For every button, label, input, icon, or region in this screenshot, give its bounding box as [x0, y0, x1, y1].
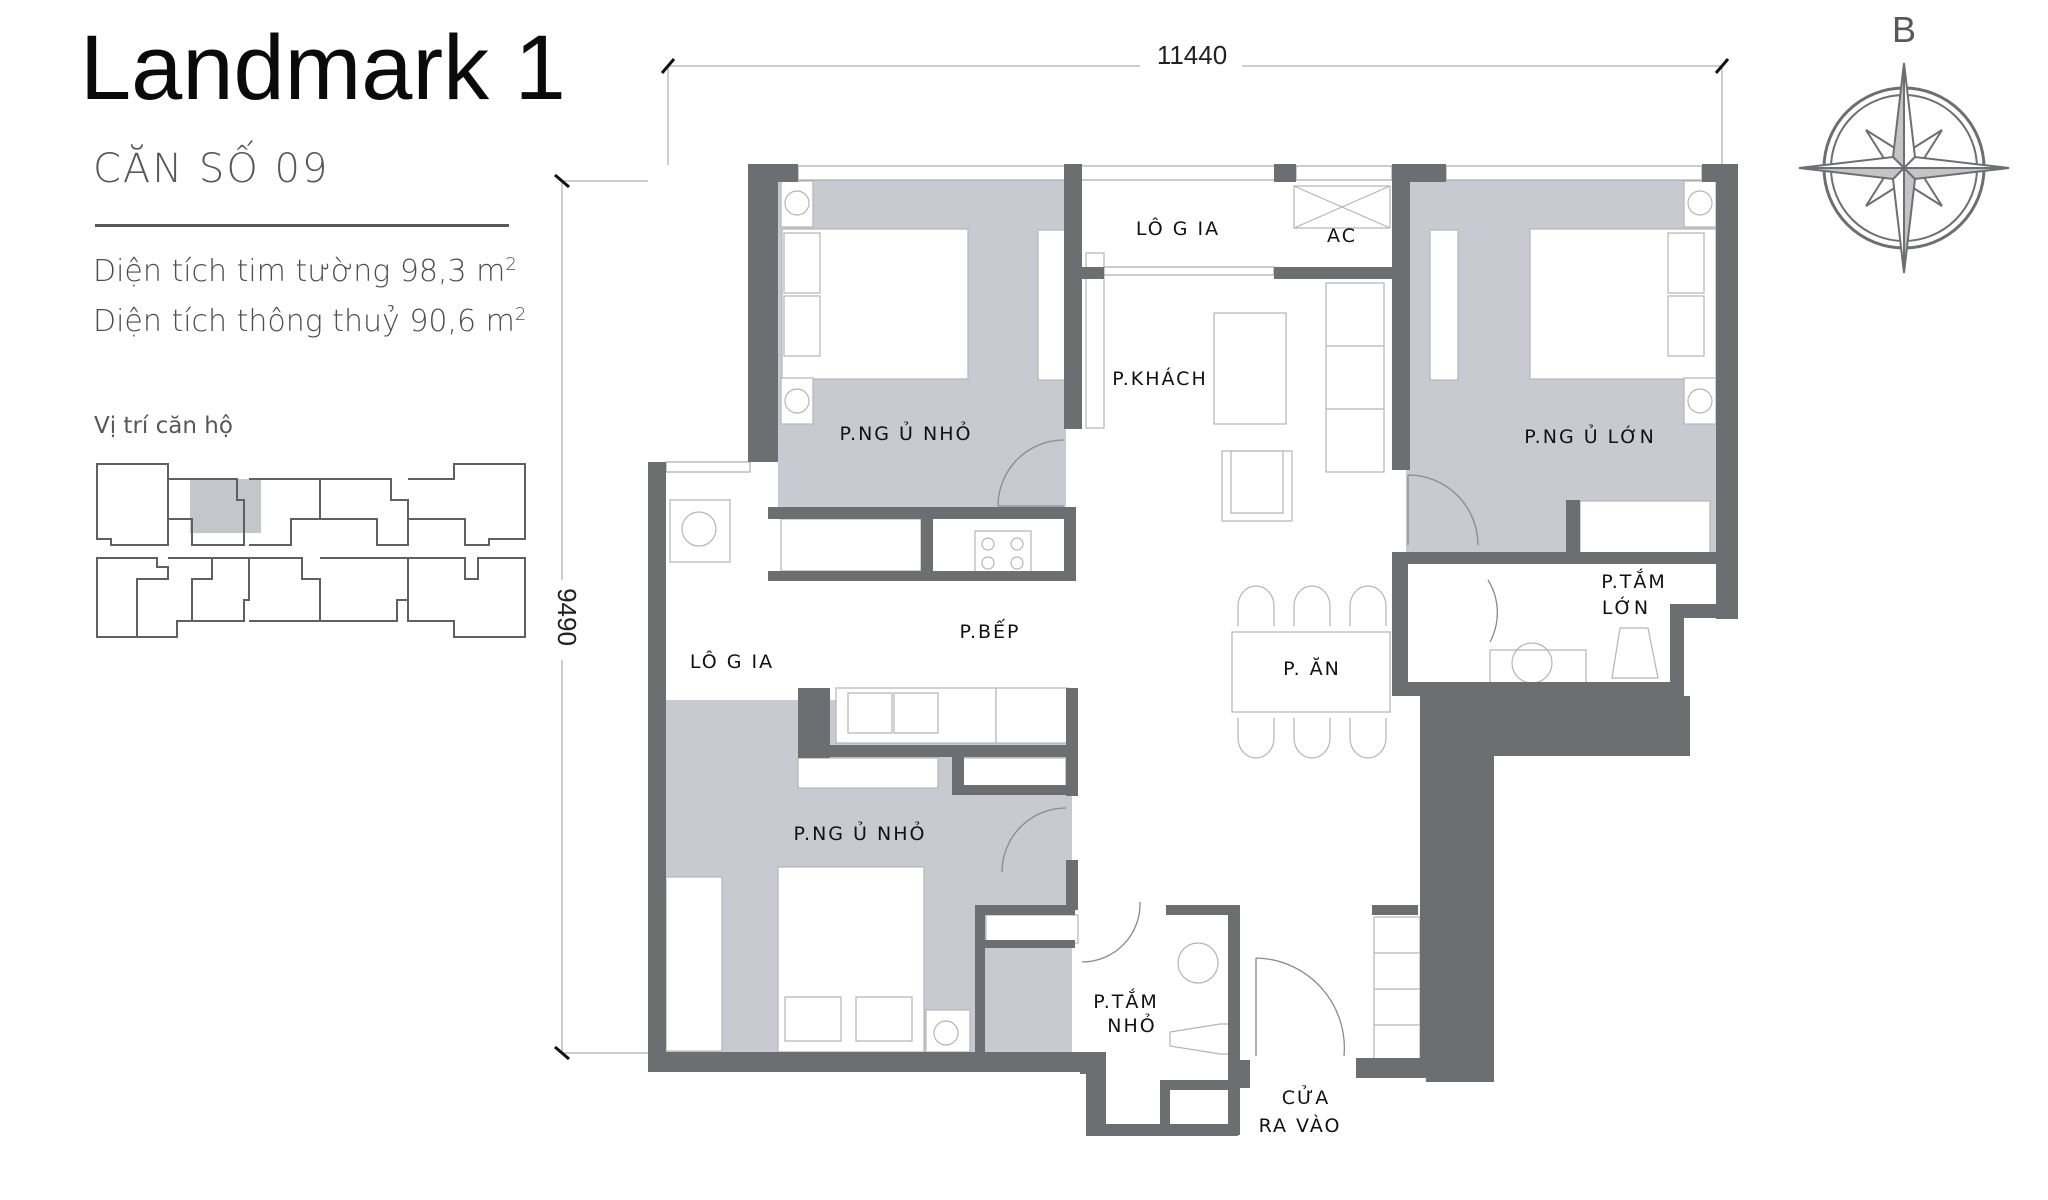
dimension-width-label: 11440	[1157, 40, 1227, 70]
area-net-text: Diện tích thông thuỷ 90,6 m	[93, 304, 515, 339]
label-bedroom-small-bottom: P.NG Ủ NHỎ	[794, 820, 927, 845]
label-bedroom-master: P.NG Ủ LỚN	[1524, 423, 1656, 448]
divider	[95, 224, 509, 227]
room-labels: LÔ G IA AC P.KHÁCH P.NG Ủ NHỎ P.NG Ủ LỚN…	[690, 216, 1667, 1137]
dimension-width	[660, 58, 1730, 165]
dimension-height	[554, 173, 648, 1061]
key-plan	[96, 463, 526, 638]
label-bath-small-line1: P.TẮM	[1093, 987, 1159, 1013]
area-gross: Diện tích tim tường 98,3 m2	[93, 254, 517, 289]
label-bedroom-small-top: P.NG Ủ NHỎ	[840, 420, 973, 445]
label-entry-line2: RA VÀO	[1259, 1114, 1342, 1137]
label-bath-small-line2: NHỎ	[1107, 1012, 1156, 1037]
walls	[648, 164, 1738, 1136]
label-logia-top: LÔ G IA	[1136, 216, 1220, 240]
project-title: Landmark 1	[80, 17, 566, 119]
label-ac: AC	[1327, 225, 1357, 247]
area-gross-text: Diện tích tim tường 98,3 m	[93, 254, 506, 289]
key-plan-highlight	[190, 479, 261, 533]
label-bath-master-line2: LỚN	[1602, 595, 1650, 619]
location-label: Vị trí căn hộ	[94, 413, 233, 439]
unit-number: CĂN SỐ 09	[93, 146, 330, 192]
dimension-height-label: 9490	[552, 588, 582, 646]
label-kitchen: P.BẾP	[959, 618, 1020, 643]
furniture	[665, 180, 1717, 1060]
area-gross-sup: 2	[505, 254, 517, 275]
doors	[997, 439, 1498, 1057]
area-net: Diện tích thông thuỷ 90,6 m2	[93, 304, 526, 339]
label-dining: P. ĂN	[1283, 656, 1341, 680]
label-living-room: P.KHÁCH	[1112, 367, 1208, 390]
label-logia-left: LÔ G IA	[690, 649, 774, 673]
label-entry-line1: CỬA	[1282, 1084, 1331, 1109]
windows	[665, 165, 1703, 473]
compass-icon	[1798, 62, 2010, 274]
area-net-sup: 2	[514, 304, 527, 325]
label-bath-master-line1: P.TẮM	[1601, 567, 1667, 593]
compass-north-label: B	[1892, 9, 1916, 50]
